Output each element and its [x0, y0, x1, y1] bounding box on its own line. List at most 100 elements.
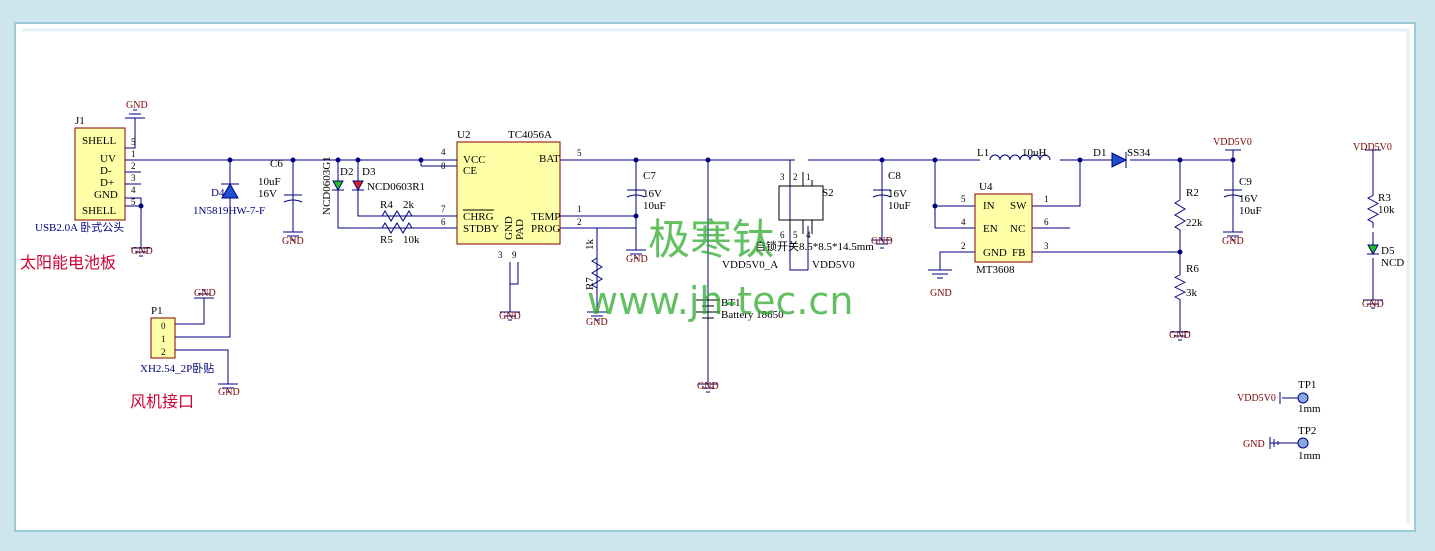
bt1-part: Battery 18650: [721, 309, 784, 321]
note-fan: 风机接口: [130, 392, 194, 411]
r6-value: 3k: [1186, 287, 1198, 299]
u2-pin-stdby: STDBY: [463, 223, 499, 235]
vdd-net-label: VDD5V0: [1353, 142, 1392, 153]
c9-value: 10uF: [1239, 205, 1262, 217]
r4-ref: R4: [380, 199, 393, 211]
d4-ref: D4: [211, 187, 225, 199]
p1-fan-connector[interactable]: P1 0 1 2 XH2.54_2P卧贴: [140, 305, 214, 375]
u2-ref: U2: [457, 129, 470, 141]
vdd-net-label: VDD5V0: [1213, 137, 1252, 148]
s2-latching-switch[interactable]: 3 2 1 6 5 4 S2 自锁开关8.5*8.5*14.5mm VDD5V0…: [722, 172, 874, 271]
j1-pin-label: GND: [94, 189, 118, 201]
gnd-label: GND: [131, 246, 153, 257]
u4-pin-num: 1: [1044, 194, 1049, 204]
d5-ref: D5: [1381, 245, 1395, 257]
c9-ref: C9: [1239, 176, 1252, 188]
u4-pin-fb: FB: [1012, 247, 1025, 259]
j1-pin-num: 5: [131, 137, 136, 147]
gnd-label: GND: [1222, 236, 1244, 247]
r7-ref: R7: [584, 277, 596, 290]
u4-pin-num: 5: [961, 194, 966, 204]
p1-pin: 1: [161, 334, 166, 344]
j1-pin-num: 1: [131, 149, 136, 159]
tp1-ref: TP1: [1298, 379, 1316, 391]
u4-boost-ic[interactable]: U4 MT3608 IN EN GND SW NC FB 5 4 2 1 6 3: [961, 181, 1049, 276]
u2-pin-prog: PROG: [531, 223, 560, 235]
s2-pin: 6: [780, 230, 785, 240]
gnd-label: GND: [499, 311, 521, 322]
c8-value: 10uF: [888, 200, 911, 212]
c6-ref: C6: [270, 158, 283, 170]
u4-ref: U4: [979, 181, 993, 193]
d5-green-led[interactable]: D5 NCD: [1367, 244, 1404, 269]
u2-pin-num: 9: [512, 250, 517, 260]
watermark-cn: 极寒钛: [648, 215, 774, 264]
p1-pin: 0: [161, 321, 166, 331]
tp1-test-point[interactable]: VDD5V0 TP1 1mm: [1237, 379, 1321, 415]
u2-pin-bat: BAT: [539, 153, 560, 165]
u2-pin-num: 2: [577, 217, 582, 227]
bt1-ref: BT1: [721, 297, 741, 309]
r5-value: 10k: [403, 234, 420, 246]
s2-net-a: VDD5V0_A: [722, 259, 778, 271]
r7-value: 1k: [584, 239, 596, 251]
d4-part: 1N5819HW-7-F: [193, 205, 265, 217]
r6-ref: R6: [1186, 263, 1199, 275]
d5-part: NCD: [1381, 257, 1404, 269]
u2-part: TC4056A: [508, 129, 552, 141]
p1-ref: P1: [151, 305, 163, 317]
u4-pin-gnd: GND: [983, 247, 1007, 259]
u2-pin-pad: PAD: [514, 219, 526, 240]
d4-schottky-diode[interactable]: D4 1N5819HW-7-F: [193, 182, 265, 217]
s2-pin: 2: [793, 172, 798, 182]
l1-ref: L1: [977, 147, 989, 159]
j1-usb-connector[interactable]: J1 SHELL UV D- D+ GND SHELL 5 1 2 3 4 5 …: [35, 115, 141, 234]
u4-pin-nc: NC: [1010, 223, 1025, 235]
gnd-label: GND: [218, 387, 240, 398]
tp2-ref: TP2: [1298, 425, 1316, 437]
u2-pin-vcc: VCC: [463, 154, 486, 166]
u4-pin-num: 6: [1044, 217, 1049, 227]
u2-pin-ce: CE: [463, 165, 477, 177]
u2-pin-gnd: GND: [503, 216, 515, 240]
p1-pin: 2: [161, 347, 166, 357]
c9-voltage: 16V: [1239, 193, 1258, 205]
u2-pin-num: 3: [498, 250, 503, 260]
watermark-url: www.jh-tec.cn: [587, 279, 853, 323]
u4-pin-en: EN: [983, 223, 998, 235]
j1-pin-label: SHELL: [82, 135, 117, 147]
u2-pin-num: 1: [577, 204, 582, 214]
junctions: [138, 157, 1236, 255]
r2-ref: R2: [1186, 187, 1199, 199]
r4-resistor[interactable]: R4 2k: [376, 199, 418, 222]
sheet-frame: [14, 22, 1416, 532]
d3-ref: D3: [362, 166, 376, 178]
gnd-label: GND: [126, 100, 148, 111]
u4-pin-in: IN: [983, 200, 995, 212]
d2-part: NCD0603G1: [321, 156, 333, 215]
s2-pin: 4: [806, 230, 811, 240]
l1-inductor[interactable]: L1 10uH: [977, 147, 1051, 161]
bt1-battery[interactable]: BT1 Battery 18650: [696, 297, 784, 321]
d2-green-led[interactable]: D2 NCD0603G1: [321, 156, 353, 215]
j1-pin-num: 4: [131, 185, 136, 195]
c6-value: 10uF: [258, 176, 281, 188]
tp2-test-point[interactable]: GND TP2 1mm: [1243, 425, 1321, 462]
u2-charger-ic[interactable]: U2 TC4056A VCC CE CHRG STDBY BAT TEMP PR…: [441, 129, 582, 260]
d1-schottky-diode[interactable]: D1 SS34: [1093, 147, 1151, 168]
j1-pin-label: SHELL: [82, 205, 117, 217]
r2-value: 22k: [1186, 217, 1203, 229]
s2-ref: S2: [822, 187, 834, 199]
tp1-net: VDD5V0: [1237, 393, 1276, 404]
c7-voltage: 16V: [643, 188, 662, 200]
j1-pin-label: UV: [100, 153, 116, 165]
u2-pin-chrg: CHRG: [463, 211, 494, 223]
r5-resistor[interactable]: R5 10k: [376, 222, 420, 246]
u4-pin-num: 2: [961, 241, 966, 251]
j1-pin-num: 5: [131, 197, 136, 207]
gnd-label: GND: [697, 381, 719, 392]
u4-part: MT3608: [976, 264, 1015, 276]
d2-ref: D2: [340, 166, 353, 178]
u2-pin-num: 8: [441, 161, 446, 171]
d3-red-led[interactable]: D3 NCD0603R1: [352, 166, 425, 193]
